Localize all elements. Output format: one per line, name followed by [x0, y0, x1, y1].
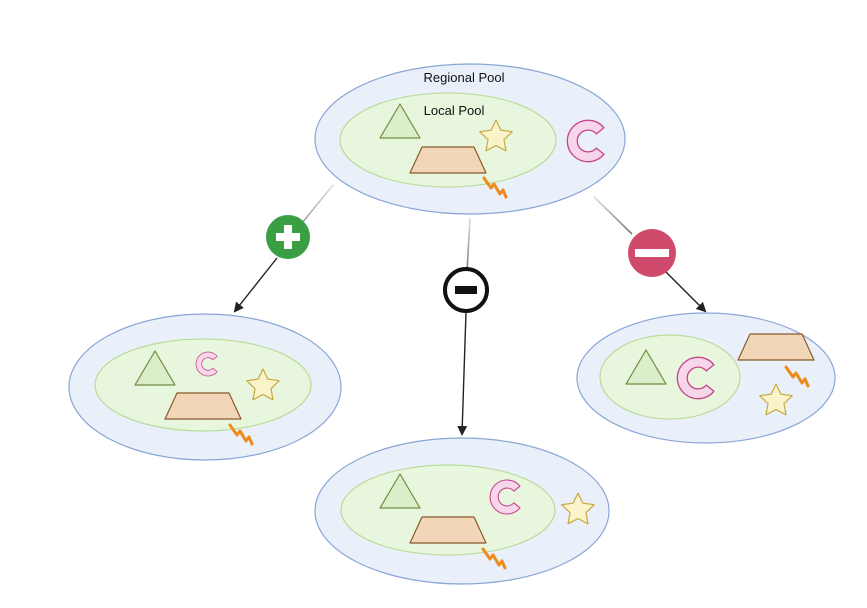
minus-circle-icon: [443, 267, 489, 313]
trapezoid-icon: [164, 392, 242, 420]
regional-pool-label: Regional Pool: [424, 70, 505, 85]
minus-circle-icon: [628, 229, 676, 277]
edge-to-left: [233, 184, 334, 313]
trapezoid-icon: [409, 516, 487, 544]
edge-line: [466, 217, 471, 273]
left-pool: [68, 313, 342, 461]
top-pool: Regional Pool Local Pool: [314, 63, 626, 215]
edge-arrow: [665, 271, 707, 313]
edge-line: [593, 196, 633, 235]
edge-arrow: [457, 311, 468, 436]
trapezoid-icon: [737, 333, 815, 361]
center-pool: [314, 437, 610, 585]
edge-to-right: [593, 196, 707, 313]
local-pool-ellipse: [599, 334, 741, 420]
trapezoid-icon: [409, 146, 487, 174]
edge-arrow: [233, 257, 278, 313]
local-pool-label: Local Pool: [424, 103, 485, 118]
right-pool: [576, 312, 836, 444]
plus-circle-icon: [266, 215, 310, 259]
edge-to-center: [443, 217, 489, 436]
